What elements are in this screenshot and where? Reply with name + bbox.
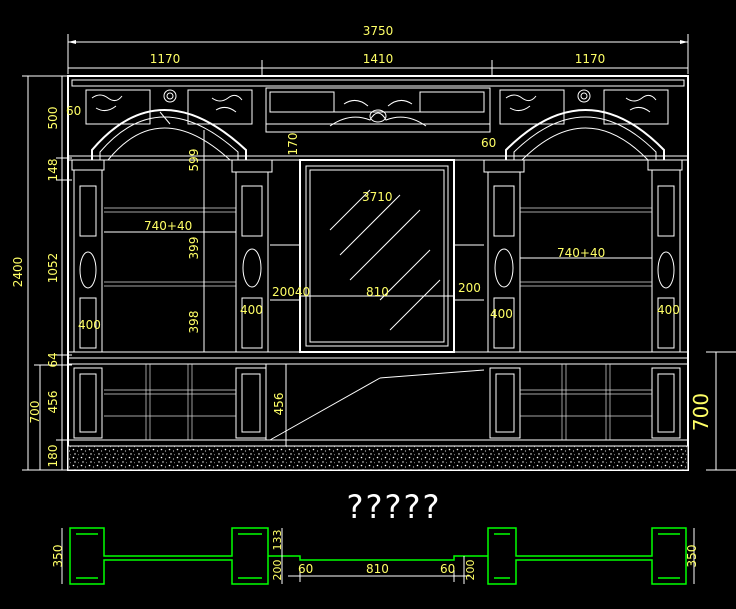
section-dim-200-b: 200	[464, 560, 477, 581]
dim-398: 398	[187, 311, 201, 334]
section-dim-60-a: 60	[298, 562, 313, 576]
left-dimensions	[22, 75, 72, 471]
dim-200: 200	[458, 281, 481, 295]
dim-399: 399	[187, 237, 201, 260]
column-4	[647, 159, 683, 439]
column-1	[71, 159, 105, 439]
section-dim-350-left: 350	[51, 545, 65, 568]
dim-middle-bay-width: 1410	[363, 52, 394, 66]
dim-left-bay-width: 1170	[150, 52, 181, 66]
right-arch	[499, 89, 669, 161]
dim-64: 64	[46, 352, 60, 367]
center-mirror	[265, 159, 485, 441]
dim-180: 180	[46, 445, 60, 468]
dim-456: 456	[46, 391, 60, 414]
dim-400-b: 400	[240, 303, 263, 317]
dim-overall-width: 3750	[363, 24, 394, 38]
dim-total-height: 2400	[11, 257, 25, 288]
section-dim-133: 133	[271, 530, 284, 551]
dim-right-bay-width: 1170	[575, 52, 606, 66]
dim-400-a: 400	[78, 318, 101, 332]
section-dim-810: 810	[366, 562, 389, 576]
inner-dimension-lines	[104, 111, 652, 470]
cabinet-elevation	[67, 75, 689, 471]
granite-plinth	[67, 445, 689, 471]
left-bay-shelves	[104, 207, 236, 440]
dim-700-right: 700	[689, 393, 713, 431]
drawing-caption: ?????	[347, 488, 442, 526]
middle-header	[265, 87, 491, 133]
dim-740-right: 740+40	[557, 246, 605, 260]
dim-148: 148	[46, 159, 60, 182]
dim-500: 500	[46, 107, 60, 130]
left-arch	[85, 89, 253, 161]
dim-60-b: 60	[481, 136, 496, 150]
top-dimensions	[67, 34, 689, 76]
section-dim-200-a: 200	[271, 560, 284, 581]
dim-740-left: 740+40	[144, 219, 192, 233]
section-dim-60-b: 60	[440, 562, 455, 576]
dim-20040: 20040	[272, 285, 310, 299]
dim-400-c: 400	[490, 307, 513, 321]
dim-810: 810	[366, 285, 389, 299]
right-dimension	[706, 351, 736, 471]
column-3	[483, 159, 525, 439]
dim-170: 170	[286, 133, 300, 156]
dim-400-d: 400	[657, 303, 680, 317]
dim-60-a: 60	[66, 104, 81, 118]
plan-section	[61, 527, 695, 585]
dim-1052: 1052	[46, 253, 60, 284]
dim-456-mid: 456	[272, 393, 286, 416]
dim-700-left: 700	[28, 401, 42, 424]
right-bay-shelves	[520, 207, 652, 440]
dim-599: 599	[187, 149, 201, 172]
section-dim-350-right: 350	[685, 545, 699, 568]
column-2	[231, 159, 273, 439]
dim-3710: 3710	[362, 190, 393, 204]
